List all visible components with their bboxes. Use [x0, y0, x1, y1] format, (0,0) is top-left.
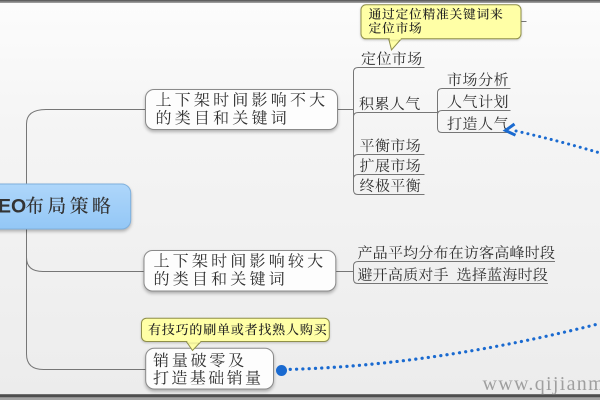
svg-text:SEO: SEO — [0, 196, 26, 218]
svg-text:www.qijianmao.com: www.qijianmao.com — [483, 373, 600, 395]
